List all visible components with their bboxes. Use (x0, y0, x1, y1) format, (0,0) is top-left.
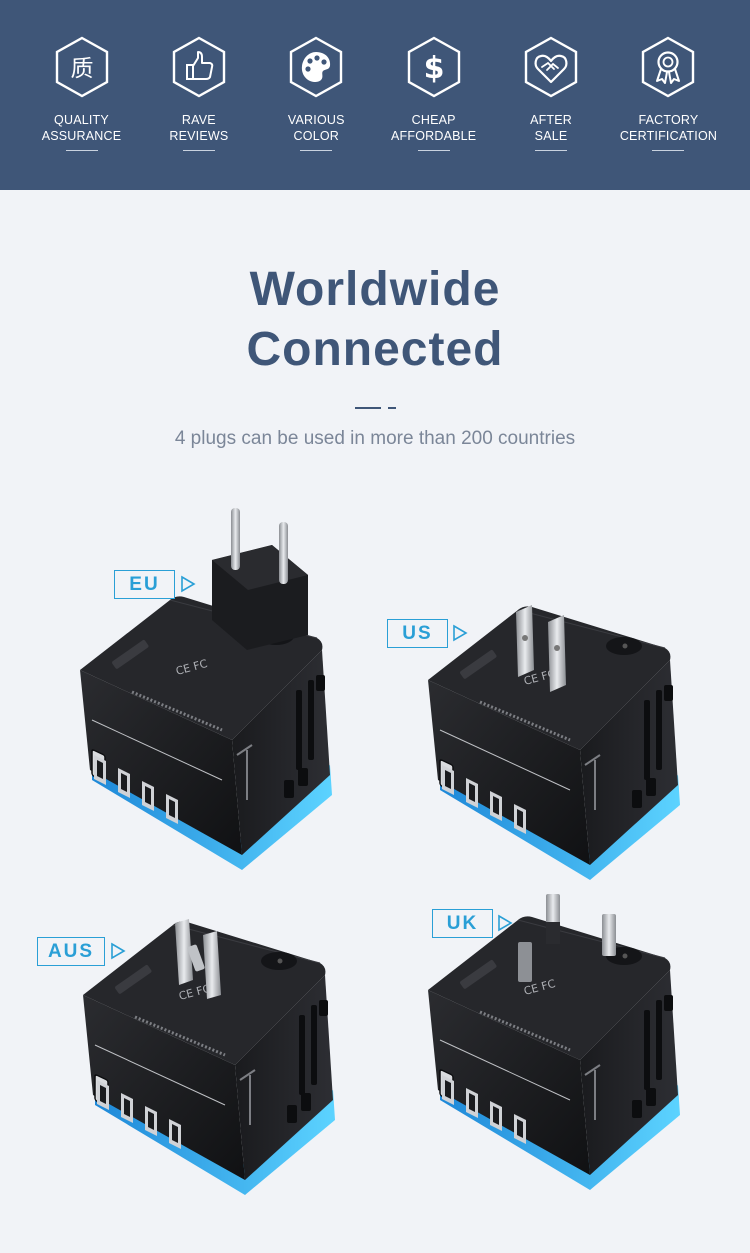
feature-label: QUALITY ASSURANCE (42, 112, 122, 144)
feature-cheap-affordable: $ CHEAP AFFORDABLE (375, 0, 492, 190)
feature-label-line1: VARIOUS (287, 113, 345, 127)
feature-label-line1: FACTORY (638, 113, 699, 127)
feature-label-line2: COLOR (293, 129, 339, 143)
feature-factory-certification: FACTORY CERTIFICATION (610, 0, 727, 190)
feature-underline (417, 150, 450, 151)
heading-divider-short (388, 407, 396, 409)
us-plug-adapter-icon (426, 604, 682, 880)
feature-label: AFTER SALE (530, 112, 572, 144)
feature-label-line1: AFTER (530, 113, 573, 127)
aus-plug-adapter-icon (81, 919, 337, 1195)
play-arrow-icon (453, 624, 468, 642)
feature-various-color: VARIOUS COLOR (258, 0, 375, 190)
heading-line1: Worldwide (249, 263, 501, 316)
feature-underline (652, 150, 685, 151)
uk-plug-adapter-icon (426, 894, 682, 1190)
feature-label-line1: QUALITY (54, 113, 109, 127)
palette-icon (290, 36, 343, 98)
feature-label: VARIOUS COLOR (288, 112, 345, 144)
award-ribbon-icon (642, 36, 695, 98)
feature-banner: 质 QUALITY ASSURANCE RAVE REVIEWS (0, 0, 750, 190)
heading-line2: Connected (246, 323, 504, 376)
feature-label: FACTORY CERTIFICATION (620, 112, 717, 144)
feature-underline (535, 150, 568, 151)
play-arrow-icon (498, 914, 513, 932)
feature-quality-assurance: 质 QUALITY ASSURANCE (23, 0, 140, 190)
feature-label-line1: CHEAP (411, 113, 456, 127)
feature-label-line2: SALE (534, 129, 568, 143)
plug-tag-aus: AUS (37, 937, 105, 966)
feature-underline (182, 150, 215, 151)
subtitle: 4 plugs can be used in more than 200 cou… (174, 428, 576, 449)
handshake-heart-icon (524, 36, 578, 98)
feature-rave-reviews: RAVE REVIEWS (140, 0, 257, 190)
quality-icon: 质 (55, 36, 108, 98)
feature-underline (300, 150, 333, 151)
feature-underline (65, 150, 98, 151)
eu-plug-adapter-icon (78, 508, 334, 872)
feature-label: RAVE REVIEWS (169, 112, 228, 144)
feature-label: CHEAP AFFORDABLE (391, 112, 476, 144)
feature-label-line2: AFFORDABLE (390, 129, 477, 143)
heading-divider-long (355, 407, 381, 409)
plug-tag-uk: UK (432, 909, 493, 938)
feature-after-sale: AFTER SALE (493, 0, 610, 190)
feature-label-line2: REVIEWS (169, 129, 229, 143)
feature-label-line2: CERTIFICATION (619, 129, 718, 143)
quality-glyph: 质 (70, 56, 93, 82)
feature-label-line2: ASSURANCE (41, 129, 122, 143)
plug-tag-us: US (387, 619, 448, 648)
dollar-glyph: $ (423, 51, 444, 86)
plug-tag-eu: EU (114, 570, 175, 599)
feature-label-line1: RAVE (181, 113, 216, 127)
play-arrow-icon (111, 942, 126, 960)
play-arrow-icon (181, 575, 196, 593)
dollar-icon: $ (407, 36, 460, 98)
thumbs-up-icon (172, 36, 226, 98)
